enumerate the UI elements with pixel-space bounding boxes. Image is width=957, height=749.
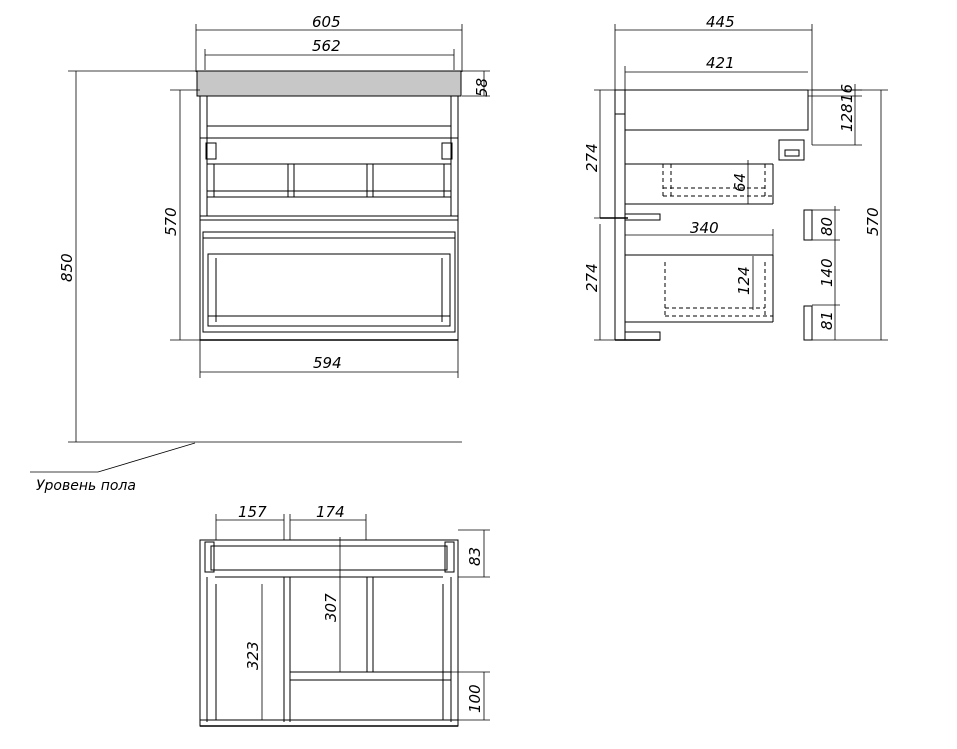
dim-340: 340 <box>690 219 719 237</box>
dim-570-side: 570 <box>864 207 882 236</box>
dim-16: 16 <box>838 84 856 103</box>
countertop <box>196 70 462 97</box>
dim-850: 850 <box>58 253 76 282</box>
dim-100: 100 <box>466 684 484 713</box>
dim-124: 124 <box>735 266 753 295</box>
floor-level-label: Уровень пола <box>36 478 136 494</box>
dim-174: 174 <box>316 503 345 521</box>
side-view: 445 421 16 128 274 274 <box>583 13 888 341</box>
dim-140: 140 <box>818 258 836 287</box>
dim-157: 157 <box>238 503 267 521</box>
dim-83: 83 <box>466 547 484 566</box>
dim-81: 81 <box>818 311 836 330</box>
dim-594: 594 <box>313 354 342 372</box>
dim-562: 562 <box>312 37 341 55</box>
dim-128: 128 <box>838 103 856 132</box>
dim-274-upper: 274 <box>583 143 601 172</box>
dim-323: 323 <box>244 641 262 670</box>
dim-570: 570 <box>162 207 180 236</box>
front-view: 605 562 58 850 570 <box>58 13 491 443</box>
dim-605: 605 <box>312 13 341 31</box>
plan-view: 157 174 307 323 83 <box>199 503 490 727</box>
floor-callout: Уровень пола <box>30 442 196 494</box>
dim-64: 64 <box>731 173 749 192</box>
dim-58: 58 <box>473 78 491 97</box>
dim-80: 80 <box>818 217 836 236</box>
dim-445: 445 <box>706 13 735 31</box>
dim-421: 421 <box>706 54 735 72</box>
dim-307: 307 <box>322 593 340 622</box>
dim-274-lower: 274 <box>583 263 601 292</box>
